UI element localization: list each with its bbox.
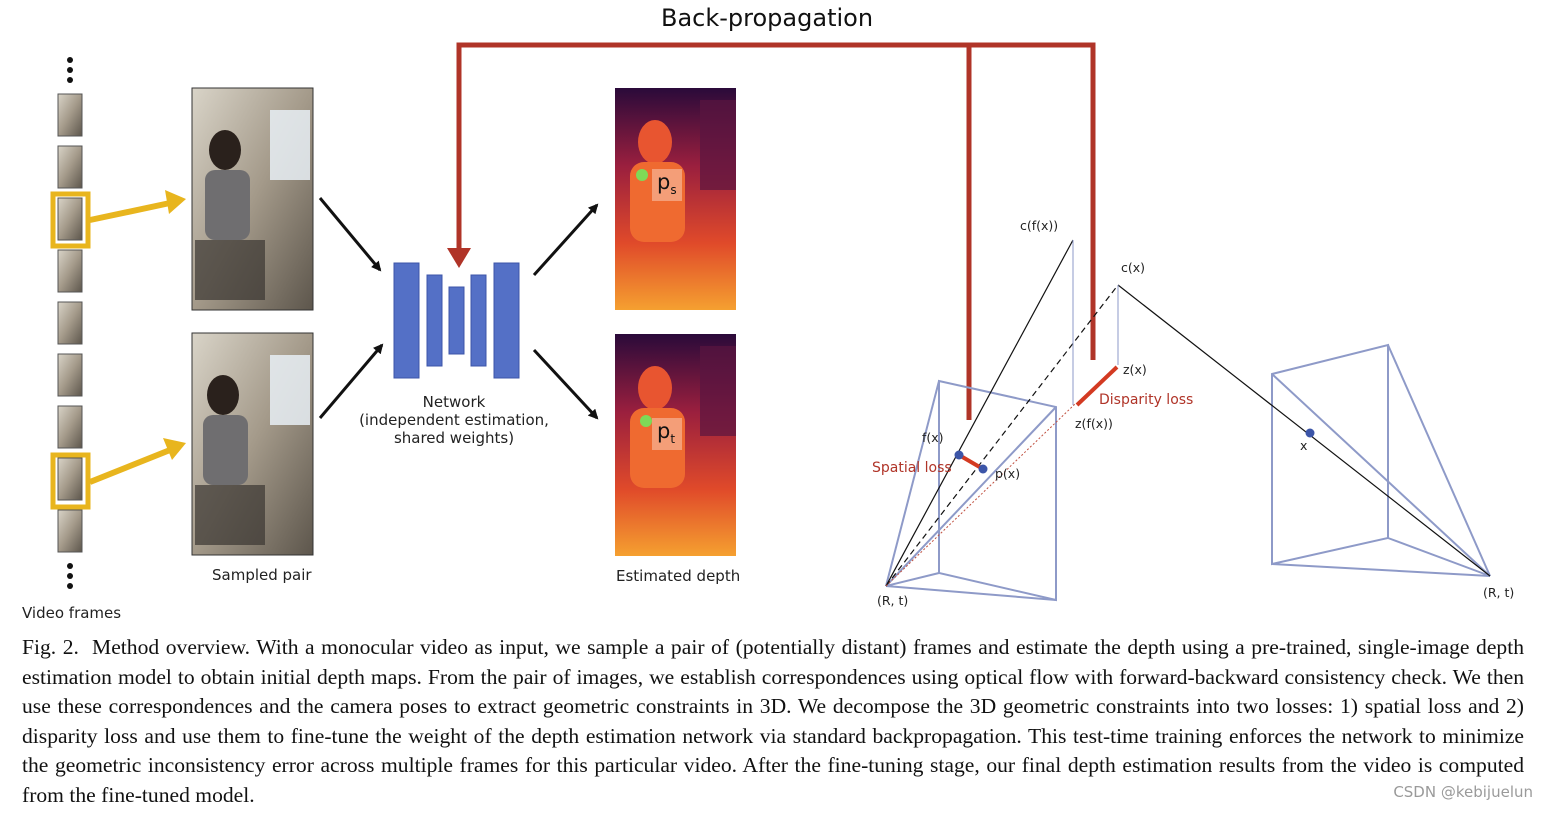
selected-frame-highlight — [50, 452, 91, 510]
point-x — [1305, 428, 1315, 438]
video-frame — [57, 301, 83, 345]
estimated-depth-maps — [615, 88, 736, 556]
depth-point-label-source-main: p — [657, 170, 671, 194]
depth-point-target — [640, 415, 652, 427]
depth-point-source — [636, 169, 648, 181]
video-frame — [57, 353, 83, 397]
frustum-camera-i — [1271, 343, 1491, 577]
depth-point-label-source-sub: s — [670, 183, 677, 198]
disparity-loss-segment — [1075, 365, 1119, 407]
network-encoder-decoder — [393, 262, 520, 379]
network-label-line2: (independent estimation, — [359, 411, 549, 429]
caption-label: Fig. 2. — [22, 635, 79, 659]
video-frame — [57, 93, 83, 137]
video-frames-label: Video frames — [22, 604, 122, 622]
video-frames-column — [50, 57, 186, 589]
network-label-line1: Network — [422, 393, 486, 411]
video-frame — [57, 509, 83, 553]
label-camera-i: (R, t) — [1483, 585, 1515, 600]
projected-point-p — [978, 464, 988, 474]
flow-point-f — [954, 450, 964, 460]
video-frame — [57, 457, 83, 501]
method-overview-figure — [50, 42, 1491, 602]
depth-point-label-target-main: p — [657, 419, 671, 443]
label-zij: z(x) — [1123, 362, 1147, 377]
video-frame — [57, 405, 83, 449]
network-label: Network (independent estimation, shared … — [355, 393, 553, 447]
network-label-line3: shared weights) — [393, 429, 515, 447]
backprop-arrow — [456, 42, 1096, 420]
backprop-arrowhead — [447, 248, 471, 268]
selected-frame-highlight — [50, 191, 91, 249]
watermark: CSDN @kebijuelun — [1393, 783, 1533, 801]
sampled-pair-label: Sampled pair — [212, 566, 312, 584]
sampled-pair — [191, 87, 314, 556]
label-pij: p(x) — [995, 466, 1021, 481]
label-cij: c(x) — [1121, 260, 1146, 275]
figure-caption: Fig. 2. Method overview. With a monocula… — [22, 633, 1524, 811]
video-frame — [57, 145, 83, 189]
label-ci-fij: c(f(x)) — [1020, 218, 1059, 233]
label-point-x: x — [1300, 438, 1308, 453]
label-zi-fij: z(f(x)) — [1075, 416, 1113, 431]
depth-point-label-target: pt — [657, 419, 675, 446]
caption-text: Method overview. With a monocular video … — [22, 635, 1524, 807]
video-frame — [57, 197, 83, 241]
depth-point-label-source: ps — [657, 170, 677, 197]
backprop-title: Back-propagation — [661, 4, 874, 32]
projection-rays — [885, 239, 1491, 587]
label-camera-j: (R, t) — [877, 593, 909, 608]
spatial-loss-label: Spatial loss — [872, 460, 952, 476]
frustum-camera-j — [885, 379, 1057, 602]
video-frame — [57, 249, 83, 293]
spatial-loss-segment — [957, 453, 985, 471]
label-fij: f(x) — [922, 430, 944, 445]
depth-point-label-target-sub: t — [670, 432, 676, 447]
estimated-depth-label: Estimated depth — [616, 567, 741, 585]
disparity-loss-label: Disparity loss — [1099, 392, 1194, 408]
